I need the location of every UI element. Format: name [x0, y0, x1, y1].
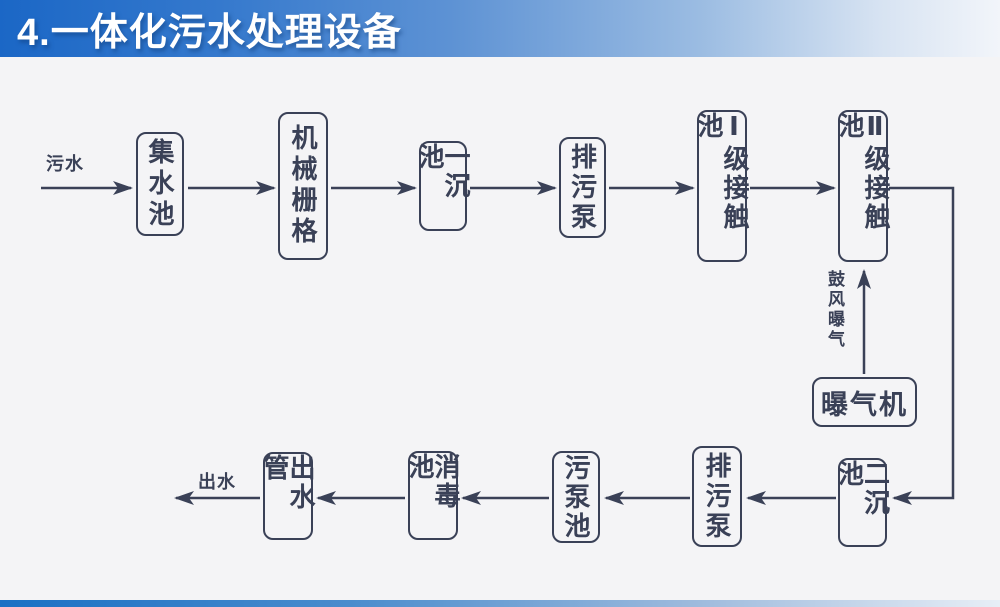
outflow-label: 出水: [198, 472, 236, 492]
connector-level2-to-secondary: [889, 186, 955, 505]
node-aerator: 曝气机: [812, 377, 917, 427]
node-collecting-tank: 集水池: [136, 132, 184, 236]
node-sewage-pump-1: 排污泵: [559, 137, 606, 238]
node-mechanical-screen: 机械栅格: [278, 112, 328, 260]
node-level-1-contact-tank: Ⅰ级接触池: [694, 110, 750, 262]
node-secondary-sedimentation-tank: 二沉池: [835, 458, 891, 547]
title-bar: 4.一体化污水处理设备: [0, 0, 1000, 57]
bottom-accent-bar: [0, 600, 1000, 607]
node-sewage-pump-2: 排污泵: [692, 446, 742, 547]
page-title: 4.一体化污水处理设备: [17, 12, 402, 54]
node-primary-sedimentation-tank: 一沉池: [415, 141, 471, 231]
node-disinfection-tank: 消毒池: [405, 451, 461, 540]
node-level-2-contact-tank: Ⅱ级接触池: [835, 110, 891, 262]
node-sewage-pump-tank: 污泵池: [552, 451, 600, 543]
inflow-label: 污水: [46, 154, 84, 174]
aeration-flow-label: 鼓风曝气: [825, 270, 844, 350]
node-outlet-pipe: 出水管: [260, 452, 316, 540]
